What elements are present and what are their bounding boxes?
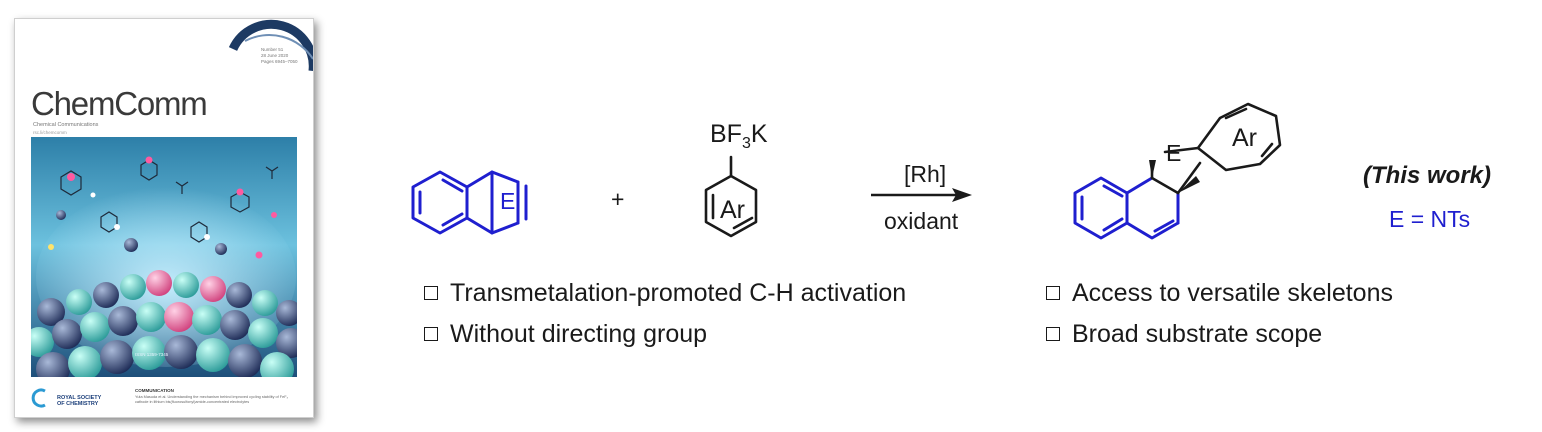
rsc-logo-icon bbox=[31, 388, 46, 408]
feature-text: Broad substrate scope bbox=[1072, 320, 1323, 348]
cover-masthead-graphic bbox=[228, 19, 313, 71]
feature-item-skeletons: Access to versatile skeletons bbox=[1046, 279, 1393, 308]
reaction-arrow bbox=[871, 188, 972, 202]
cover-article-text: Yuta Masuda et al. Understanding the mec… bbox=[135, 395, 289, 404]
cover-footer-graphic bbox=[31, 388, 46, 408]
feature-item-transmetalation: Transmetalation-promoted C-H activation bbox=[424, 279, 906, 308]
cover-artwork bbox=[31, 137, 297, 377]
this-work-label: (This work) bbox=[1363, 162, 1492, 189]
trifluoroborate-subscript: 3 bbox=[741, 135, 751, 152]
cover-publisher-line2: OF CHEMISTRY bbox=[57, 401, 99, 407]
reaction-scheme bbox=[411, 102, 1282, 240]
cover-issn: ISSN 1359-7345 bbox=[135, 352, 169, 357]
feature-text: Without directing group bbox=[450, 320, 708, 348]
product-heteroatom-label: E bbox=[1166, 140, 1182, 166]
checkbox-square-icon bbox=[424, 286, 438, 300]
bridge-atom-label: E bbox=[500, 188, 516, 214]
journal-cover: ChemComm Chemical Communications rsc.li/… bbox=[14, 18, 314, 418]
plus-sign: + bbox=[611, 186, 625, 212]
checkbox-square-icon bbox=[1046, 286, 1060, 300]
feature-text: Access to versatile skeletons bbox=[1072, 279, 1393, 307]
e-definition-label: E = NTs bbox=[1389, 206, 1471, 232]
product-aryl-label: Ar bbox=[1232, 124, 1257, 152]
trifluoroborate-counterion: K bbox=[750, 120, 768, 148]
cover-issue-date: 28 June 2020 bbox=[261, 53, 289, 58]
trifluoroborate-group: BF bbox=[710, 120, 742, 148]
catalyst-label: [Rh] bbox=[904, 161, 947, 187]
checkbox-square-icon bbox=[424, 327, 438, 341]
cover-issue-info: Number 51 28 June 2020 Pages 6945–7050 bbox=[261, 47, 298, 65]
aryl-label: Ar bbox=[720, 196, 745, 224]
cover-issue-pages: Pages 6945–7050 bbox=[261, 59, 298, 64]
cover-journal-title: ChemComm bbox=[31, 85, 208, 122]
cover-url: rsc.li/chemcomm bbox=[33, 130, 67, 135]
feature-item-scope: Broad substrate scope bbox=[1046, 320, 1322, 349]
product-structure bbox=[1073, 102, 1282, 240]
bicyclic-alkene-structure bbox=[411, 170, 528, 235]
cover-subtitle: Chemical Communications bbox=[33, 122, 99, 128]
aryl-trifluoroborate-structure bbox=[704, 155, 758, 238]
cover-publisher-line1: ROYAL SOCIETY bbox=[57, 395, 102, 401]
checkbox-square-icon bbox=[1046, 327, 1060, 341]
cover-issue-number: Number 51 bbox=[261, 47, 284, 52]
cover-article-type: COMMUNICATION bbox=[135, 388, 174, 393]
cover-publisher: ROYAL SOCIETY OF CHEMISTRY bbox=[57, 395, 101, 407]
feature-text: Transmetalation-promoted C-H activation bbox=[450, 279, 907, 307]
oxidant-label: oxidant bbox=[884, 208, 959, 234]
feature-item-directing-group: Without directing group bbox=[424, 320, 707, 349]
trifluoroborate-label: BF3K bbox=[710, 120, 768, 153]
